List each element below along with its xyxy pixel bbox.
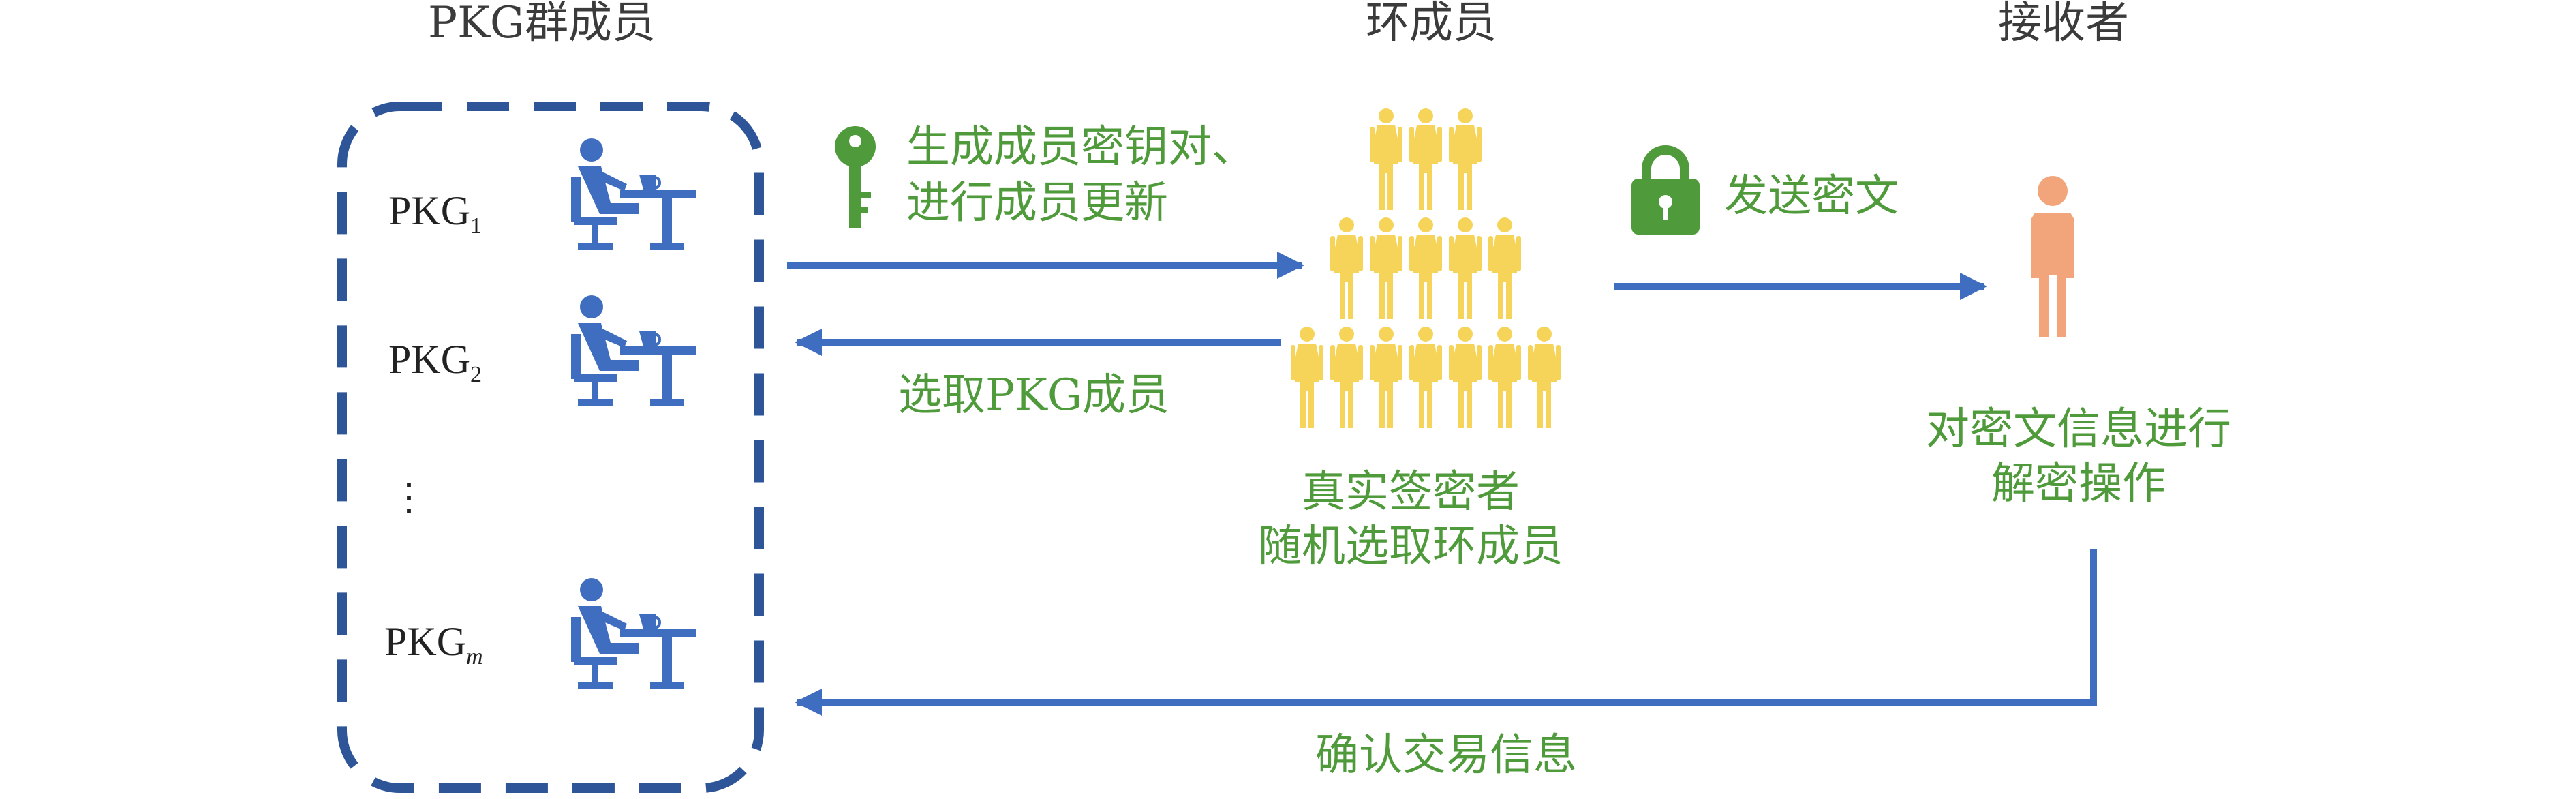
generate-label-line2: 进行成员更新 (906, 178, 1168, 228)
pkg-group-box (337, 102, 764, 793)
desk-worker-icon (570, 294, 698, 408)
key-icon (835, 126, 876, 228)
select-label: 选取PKG成员 (898, 370, 1169, 421)
receiver-caption-line1: 对密文信息进行 (1926, 404, 2231, 455)
pkg-member-2: PKG2 (388, 337, 482, 387)
send-label: 发送密文 (1724, 171, 1899, 222)
desk-worker-icon (570, 137, 698, 251)
padlock-icon (1631, 145, 1700, 235)
arrow-confirm (795, 549, 2097, 716)
ring-title: 环成员 (1366, 0, 1497, 48)
ring-caption-line2: 随机选取环成员 (1258, 522, 1563, 572)
ring-members-group (1291, 108, 1561, 428)
pkg-group-title: PKG群成员 (428, 0, 656, 48)
pkg-ellipsis: ⋮ (390, 477, 428, 519)
receiver-title: 接收者 (1998, 0, 2129, 48)
desk-worker-icon (570, 577, 698, 691)
pkg-member-1: PKG1 (388, 188, 482, 239)
generate-label-line1: 生成成员密钥对、 (906, 122, 1255, 172)
confirm-label: 确认交易信息 (1315, 730, 1577, 781)
person-orange-icon (2031, 176, 2074, 337)
ring-caption-line1: 真实签密者 (1302, 467, 1520, 517)
pkg-member-m: PKGm (384, 619, 483, 669)
receiver-caption-line2: 解密操作 (1991, 459, 2166, 509)
